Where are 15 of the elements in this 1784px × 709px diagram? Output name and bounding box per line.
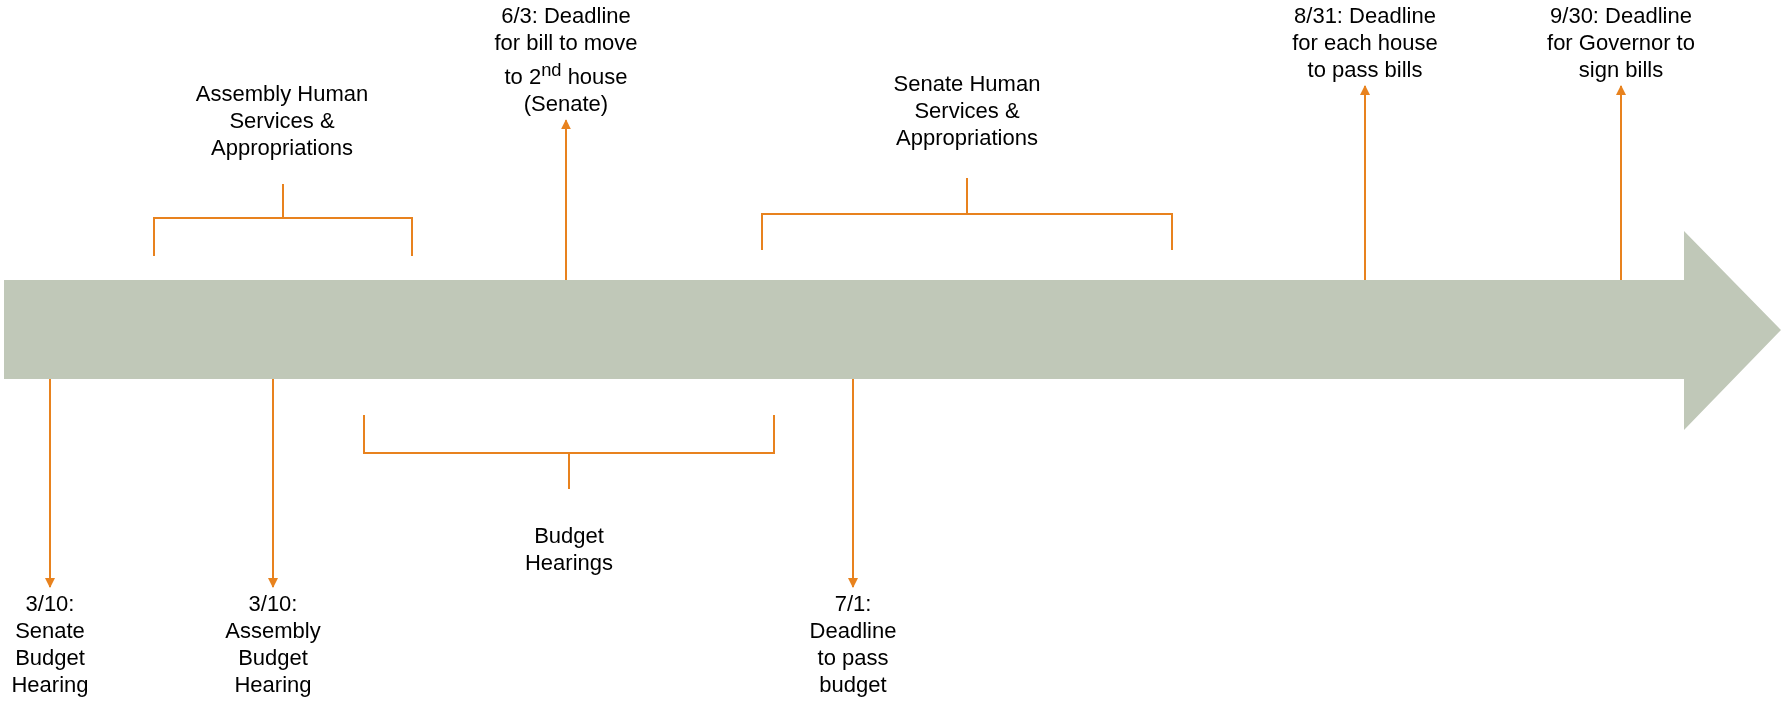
arrow — [1360, 85, 1370, 281]
arrow — [45, 378, 55, 588]
period-label: Budget Hearings — [523, 522, 614, 576]
milestone-label: 7/1: Deadline to pass budget — [798, 590, 908, 698]
arrow — [848, 378, 858, 588]
arrow — [268, 378, 278, 588]
milestone-label: 9/30: Deadline for Governor to sign bills — [1541, 2, 1701, 83]
milestone-label: 6/3: Deadline for bill to move to 2$^{nd}$ house (Senate) — [486, 2, 646, 118]
arrow — [561, 119, 571, 281]
milestone-label: 8/31: Deadline for each house to pass bills — [1285, 2, 1445, 83]
period-label: Assembly Human Services & Appropriations — [194, 80, 370, 161]
period-label: Senate Human Services & Appropriations — [892, 70, 1042, 151]
milestone-label: 3/10: Senate Budget Hearing — [2, 590, 98, 698]
milestone-label: 3/10: Assembly Budget Hearing — [218, 590, 328, 698]
arrow — [1616, 85, 1626, 281]
